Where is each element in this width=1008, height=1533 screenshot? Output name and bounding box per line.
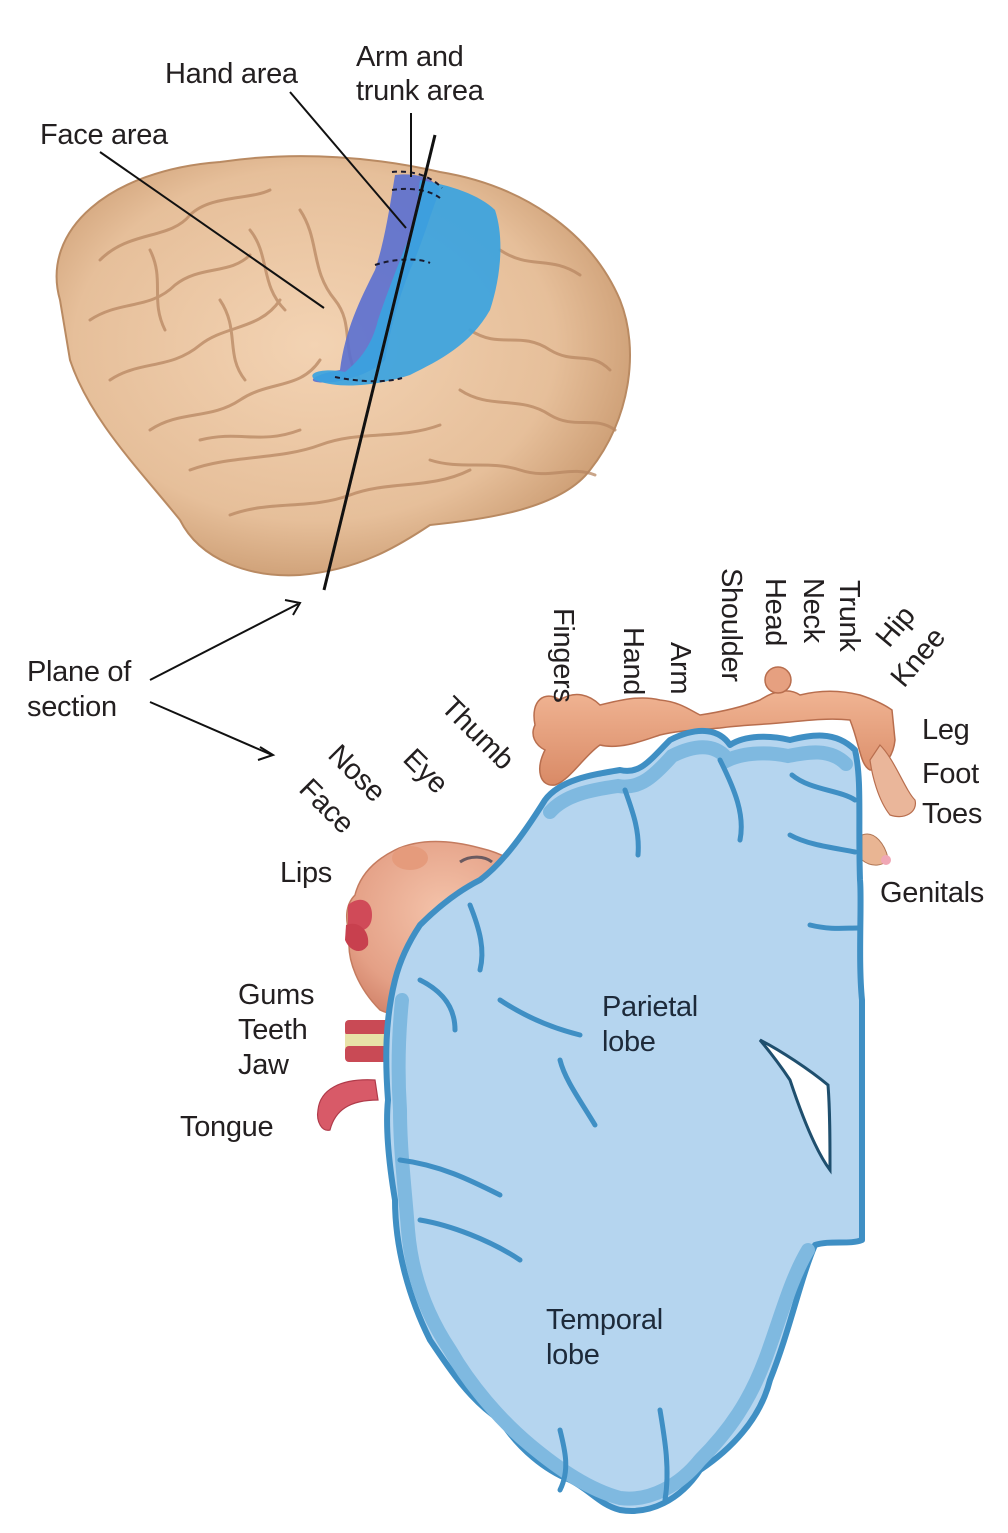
label-arm-trunk-line2: trunk area [356,75,484,107]
label-fingers: Fingers [547,608,579,703]
label-arm: Arm [664,642,696,695]
plane-arrow-down [149,701,273,756]
label-neck: Neck [797,578,829,643]
teeth [345,1034,390,1048]
label-plane-line2: section [27,691,117,723]
label-teeth: Teeth [238,1014,308,1046]
cortex-band-top [543,740,853,819]
label-tongue: Tongue [180,1111,274,1143]
lower-gums [345,1046,390,1062]
section-outline [383,727,865,1514]
tongue [317,1079,379,1131]
brain-gyri [88,188,617,517]
label-shoulder: Shoulder [715,568,747,682]
eye [459,855,493,864]
sensory-cortex-region [312,180,501,386]
label-leg: Leg [922,714,970,746]
nose [392,846,428,870]
label-hand: Hand [617,627,649,696]
label-face-area: Face area [40,119,168,151]
label-trunk: Trunk [833,580,865,652]
face-area-leader [99,151,325,309]
label-head: Head [759,578,791,647]
label-lips: Lips [280,857,332,889]
hand-area-leader [289,91,407,229]
plane-arrow-up [149,603,299,681]
label-arm-trunk-line1: Arm and [356,41,464,73]
motor-cortex-region [312,174,440,383]
label-genitals: Genitals [880,877,984,909]
coronal-section [383,727,865,1514]
label-hand-area: Hand area [165,58,298,90]
leader-lines [99,91,437,761]
lower-lip [345,923,369,952]
lateral-ventricle [758,1038,832,1175]
homunculus-foot [869,744,916,818]
region-dividers [334,170,443,383]
label-gums: Gums [238,979,315,1011]
plane-of-section-line [322,134,437,591]
label-foot: Foot [922,758,979,790]
upper-gums [345,1020,390,1036]
label-temporal-line2: lobe [546,1339,600,1371]
label-parietal-line2: lobe [602,1026,656,1058]
label-toes: Toes [922,798,983,830]
label-parietal-line1: Parietal [602,991,698,1023]
genitals-tip [881,855,891,865]
upper-lip [348,899,372,931]
lateral-brain [55,155,631,577]
label-temporal-line1: Temporal [546,1304,663,1336]
cortex-band-side [391,993,815,1506]
arrow-head-up [284,599,302,616]
homunculus-head [764,666,792,694]
section-sulci [397,757,861,1503]
label-plane-line1: Plane of [27,656,132,688]
arrow-head-down [257,746,276,761]
label-jaw: Jaw [238,1049,289,1081]
homunculus [532,666,916,866]
